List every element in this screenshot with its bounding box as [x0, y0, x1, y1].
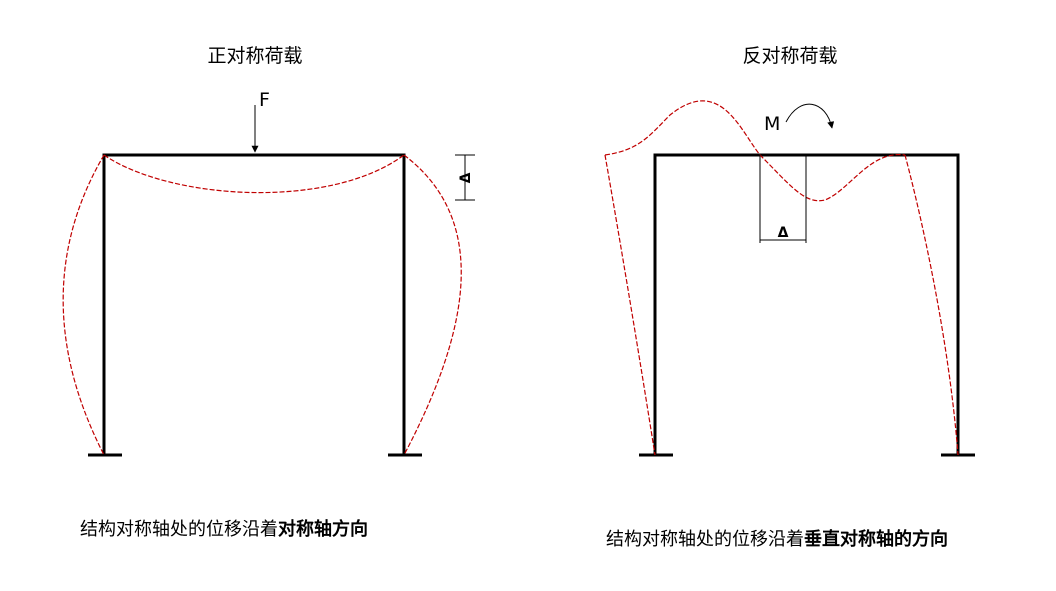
left-deformed-left-column: [62, 154, 105, 456]
right-caption: 结构对称轴处的位移沿着垂直对称轴的方向: [606, 525, 948, 551]
right-deformed-left-column: [604, 154, 656, 456]
left-caption-plain: 结构对称轴处的位移沿着: [80, 519, 278, 540]
left-panel: 正对称荷载 F Δ: [62, 45, 475, 457]
left-panel-title: 正对称荷载: [207, 45, 302, 67]
left-deformed-beam: [103, 154, 405, 194]
left-delta-label: Δ: [458, 172, 474, 183]
left-deformed-right-column: [403, 154, 462, 456]
left-frame: [102, 153, 406, 455]
right-delta-label: Δ: [778, 225, 789, 241]
right-panel: 反对称荷载 M Δ: [604, 45, 975, 457]
moment-label-m: M: [764, 113, 780, 135]
right-deformed-beam: [604, 100, 906, 202]
left-caption-bold: 对称轴方向: [278, 519, 368, 540]
right-caption-bold: 垂直对称轴的方向: [804, 529, 948, 550]
right-panel-title: 反对称荷载: [742, 45, 837, 67]
right-caption-plain: 结构对称轴处的位移沿着: [606, 529, 804, 550]
load-label-f: F: [259, 89, 270, 111]
left-caption: 结构对称轴处的位移沿着对称轴方向: [80, 515, 368, 541]
right-deformed-right-column: [904, 154, 959, 456]
moment-arrow-m: [785, 103, 835, 129]
